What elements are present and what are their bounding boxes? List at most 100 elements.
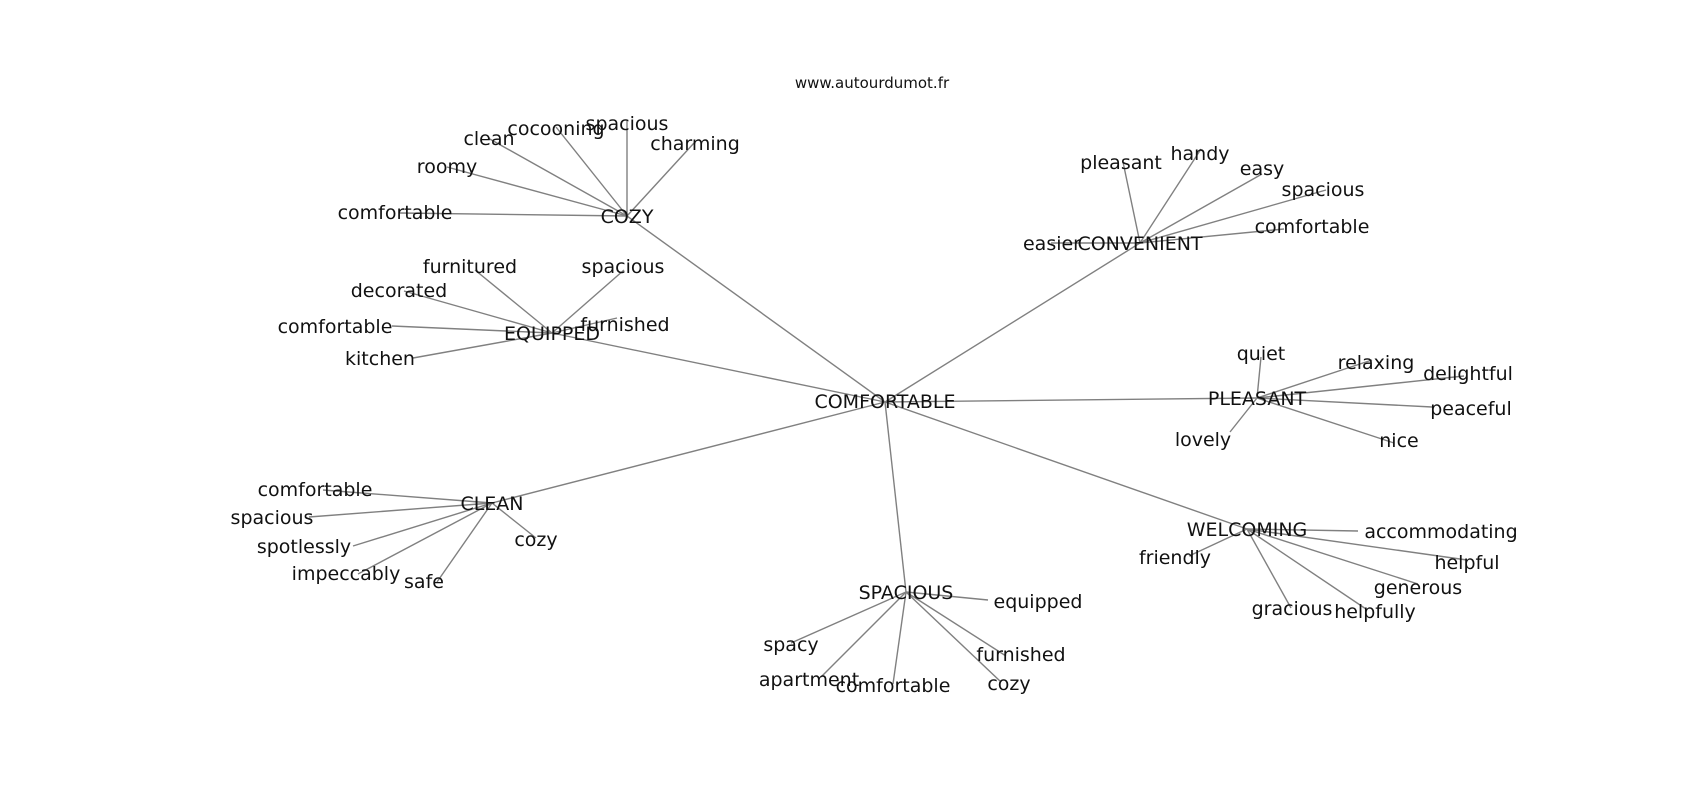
edges-layer xyxy=(308,121,1468,685)
leaf-node-pleasant-lovely: lovely xyxy=(1175,429,1231,451)
root-node-label: COMFORTABLE xyxy=(814,391,955,413)
edge-clean-spacious xyxy=(308,502,493,518)
edge-spacious-furnished xyxy=(905,591,1007,657)
leaf-node-clean-spacious: spacious xyxy=(231,507,314,529)
leaf-node-spacious-spacy: spacy xyxy=(763,634,818,656)
leaf-node-convenient-handy: handy xyxy=(1170,143,1229,165)
edge-clean-comfortable xyxy=(322,489,493,504)
edge-welcoming-helpful xyxy=(1246,528,1468,561)
edge-root-clean xyxy=(491,401,886,504)
edge-root-welcoming xyxy=(884,401,1248,530)
edge-root-convenient xyxy=(884,242,1141,403)
edge-welcoming-friendly xyxy=(1188,528,1248,557)
leaf-node-clean-safe: safe xyxy=(404,571,444,593)
leaf-node-cozy-roomy: roomy xyxy=(417,156,477,178)
leaf-node-equipped-decorated: decorated xyxy=(351,280,447,302)
leaf-node-cozy-comfortable: comfortable xyxy=(338,202,453,224)
edge-cozy-charming xyxy=(626,142,695,217)
edge-equipped-comfortable xyxy=(391,325,553,334)
edge-welcoming-gracious xyxy=(1246,528,1292,609)
edge-spacious-apartment xyxy=(820,591,907,678)
edge-pleasant-nice xyxy=(1256,397,1395,444)
leaf-node-cozy-spacious: spacious xyxy=(586,113,669,135)
leaf-node-welcoming-helpful: helpful xyxy=(1434,552,1499,574)
edge-spacious-cozy xyxy=(905,591,1002,683)
edge-convenient-spacious xyxy=(1139,189,1327,244)
leaf-node-convenient-spacious: spacious xyxy=(1282,179,1365,201)
leaf-node-convenient-easier: easier xyxy=(1023,233,1081,255)
edge-clean-cozy xyxy=(491,502,537,539)
leaf-node-equipped-furnitured: furnitured xyxy=(423,256,517,278)
edge-clean-spotlessly xyxy=(352,502,493,547)
source-credit: www.autourdumot.fr xyxy=(795,74,950,92)
hub-node-clean: CLEAN xyxy=(460,493,523,515)
labels-layer: COMFORTABLE COZY comfortable roomy cleancoco… xyxy=(231,113,1518,697)
edge-pleasant-relaxing xyxy=(1256,359,1373,399)
hub-node-pleasant: PLEASANT xyxy=(1208,388,1307,410)
edge-equipped-decorated xyxy=(403,290,553,334)
leaf-node-welcoming-helpfully: helpfully xyxy=(1334,601,1416,623)
edge-root-cozy xyxy=(626,215,886,403)
edge-welcoming-accommodating xyxy=(1246,528,1359,532)
edge-cozy-roomy xyxy=(446,166,628,217)
leaf-node-equipped-spacious: spacious xyxy=(582,256,665,278)
edge-convenient-comfortable xyxy=(1139,228,1285,244)
edge-convenient-handy xyxy=(1139,148,1202,244)
hub-node-equipped: EQUIPPED xyxy=(504,323,600,345)
leaf-node-pleasant-nice: nice xyxy=(1379,430,1418,452)
edge-clean-safe xyxy=(436,502,493,583)
edge-equipped-kitchen xyxy=(412,332,553,359)
edge-pleasant-lovely xyxy=(1229,397,1258,433)
edge-root-spacious xyxy=(884,401,907,593)
leaf-node-cozy-cocooning: cocooning xyxy=(507,118,604,140)
leaf-node-convenient-comfortable: comfortable xyxy=(1255,216,1370,238)
hub-node-spacious: SPACIOUS xyxy=(859,582,954,604)
edge-spacious-equipped xyxy=(905,591,989,601)
leaf-node-clean-impeccably: impeccably xyxy=(292,563,401,585)
leaf-node-convenient-pleasant: pleasant xyxy=(1080,152,1162,174)
edge-spacious-spacy xyxy=(790,591,907,644)
leaf-node-welcoming-generous: generous xyxy=(1374,577,1462,599)
leaf-node-spacious-furnished: furnished xyxy=(976,644,1065,666)
edge-welcoming-generous xyxy=(1246,528,1419,585)
leaf-node-pleasant-delightful: delightful xyxy=(1423,363,1513,385)
edge-spacious-comfortable xyxy=(892,591,907,685)
leaf-node-spacious-apartment: apartment xyxy=(759,669,859,691)
leaf-node-spacious-equipped: equipped xyxy=(994,591,1083,613)
leaf-node-pleasant-peaceful: peaceful xyxy=(1430,398,1512,420)
leaf-node-equipped-comfortable: comfortable xyxy=(278,316,393,338)
leaf-node-clean-spotlessly: spotlessly xyxy=(257,536,351,558)
edge-equipped-furnitured xyxy=(474,269,553,334)
leaf-node-spacious-cozy: cozy xyxy=(987,673,1030,695)
leaf-node-equipped-furnished: furnished xyxy=(580,314,669,336)
leaf-node-welcoming-friendly: friendly xyxy=(1139,547,1211,569)
edge-root-equipped xyxy=(551,332,886,403)
leaf-node-equipped-kitchen: kitchen xyxy=(345,348,415,370)
leaf-node-clean-comfortable: comfortable xyxy=(258,479,373,501)
leaf-node-welcoming-accommodating: accommodating xyxy=(1364,521,1517,543)
hub-node-welcoming: WELCOMING xyxy=(1187,519,1308,541)
leaf-node-convenient-easy: easy xyxy=(1240,158,1284,180)
leaf-node-clean-cozy: cozy xyxy=(514,529,557,551)
leaf-node-cozy-charming: charming xyxy=(650,133,740,155)
edge-convenient-easy xyxy=(1139,173,1263,244)
edge-clean-impeccably xyxy=(357,502,493,575)
hub-node-cozy: COZY xyxy=(601,206,654,228)
edge-equipped-spacious xyxy=(551,269,625,334)
leaf-node-cozy-clean: clean xyxy=(463,128,514,150)
edge-convenient-pleasant xyxy=(1122,161,1141,244)
leaf-node-welcoming-gracious: gracious xyxy=(1252,598,1333,620)
edge-root-pleasant xyxy=(884,397,1258,403)
leaf-node-pleasant-relaxing: relaxing xyxy=(1338,352,1415,374)
edge-welcoming-helpfully xyxy=(1246,528,1367,610)
leaf-node-pleasant-quiet: quiet xyxy=(1237,343,1286,365)
hub-node-convenient: CONVENIENT xyxy=(1077,233,1202,255)
edge-equipped-furnished xyxy=(551,317,618,334)
edge-pleasant-quiet xyxy=(1256,356,1262,399)
edge-cozy-comfortable xyxy=(399,212,628,217)
leaf-node-spacious-comfortable: comfortable xyxy=(836,675,951,697)
edge-cozy-clean xyxy=(487,137,628,217)
edge-cozy-cocooning xyxy=(555,126,628,217)
edge-pleasant-peaceful xyxy=(1256,397,1433,408)
